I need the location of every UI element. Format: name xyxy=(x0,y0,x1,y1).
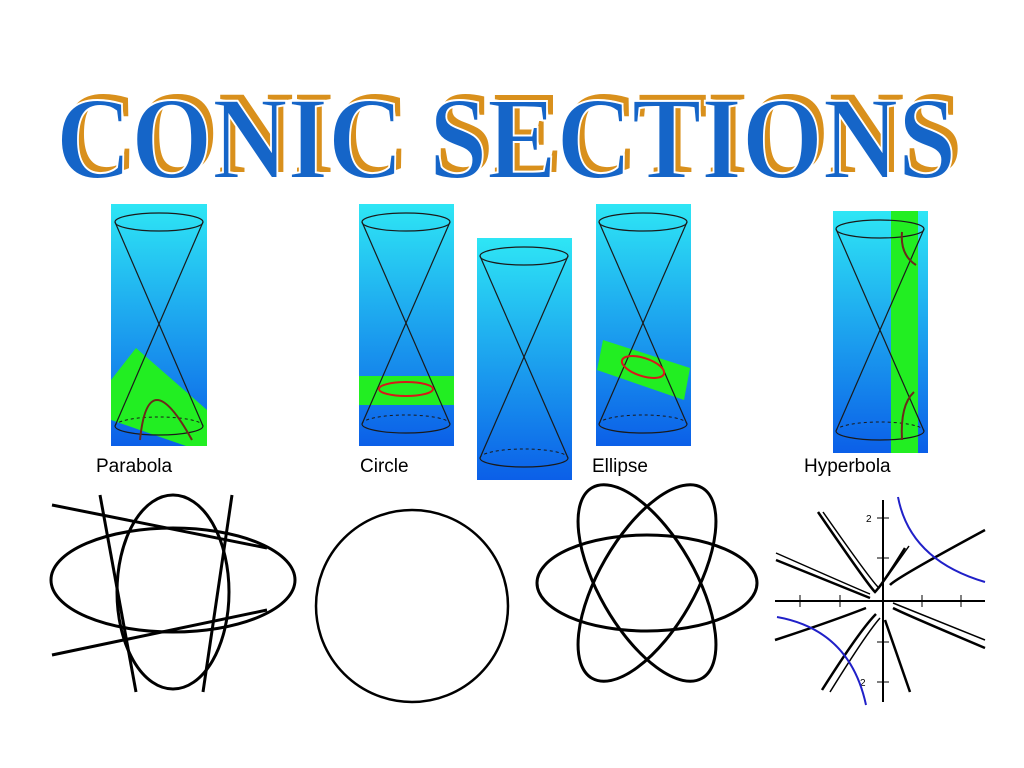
title-group: CONIC SECTIONS CONIC SECTIONS xyxy=(55,67,962,205)
hyperbola-blue-lower xyxy=(776,616,867,706)
circle-plane xyxy=(359,376,454,405)
hyperbola-section-upper xyxy=(900,231,917,266)
hyperbola-section-lower xyxy=(900,391,915,441)
hyperbola-branch-lower-black xyxy=(820,613,877,691)
hyperbola-branch-right-black xyxy=(892,606,986,650)
circle-section xyxy=(378,381,434,397)
ellipse-plane xyxy=(597,340,690,400)
ellipse-section xyxy=(620,355,666,379)
double-cone-panel xyxy=(477,238,572,480)
hyperbola-branch-lower-right-black xyxy=(883,619,912,693)
parabola-plane xyxy=(111,348,207,446)
hyperbola-blue-upper xyxy=(897,496,986,583)
page-title: CONIC SECTIONS xyxy=(56,73,956,204)
circle-shape xyxy=(314,508,510,704)
circle-cone-panel xyxy=(359,204,454,446)
parabola-label: Parabola xyxy=(96,456,172,477)
hyperbola-cone-panel xyxy=(833,211,928,453)
parabola-section xyxy=(139,399,193,441)
ellipse-atom-pattern xyxy=(535,483,759,683)
parabola-pattern xyxy=(49,493,297,693)
ellipse-label: Ellipse xyxy=(592,456,648,477)
hyperbola-graph: 2 2 xyxy=(774,496,986,706)
ellipse-cone-panel xyxy=(596,204,691,446)
hyperbola-branch-upper-black xyxy=(816,511,907,594)
circle-label: Circle xyxy=(360,456,409,477)
hyperbola-asymptote-up xyxy=(889,528,986,586)
hyperbola-label: Hyperbola xyxy=(804,456,891,477)
hyperbola-branch-left-black xyxy=(775,558,871,600)
parabola-cone-panel xyxy=(111,204,207,446)
y-tick-top: 2 xyxy=(866,514,872,525)
y-tick-bottom: 2 xyxy=(860,678,866,689)
title-shadow: CONIC SECTIONS xyxy=(62,67,962,198)
hyperbola-plane xyxy=(891,211,918,453)
hyperbola-branch-lower-left-black xyxy=(774,606,867,642)
